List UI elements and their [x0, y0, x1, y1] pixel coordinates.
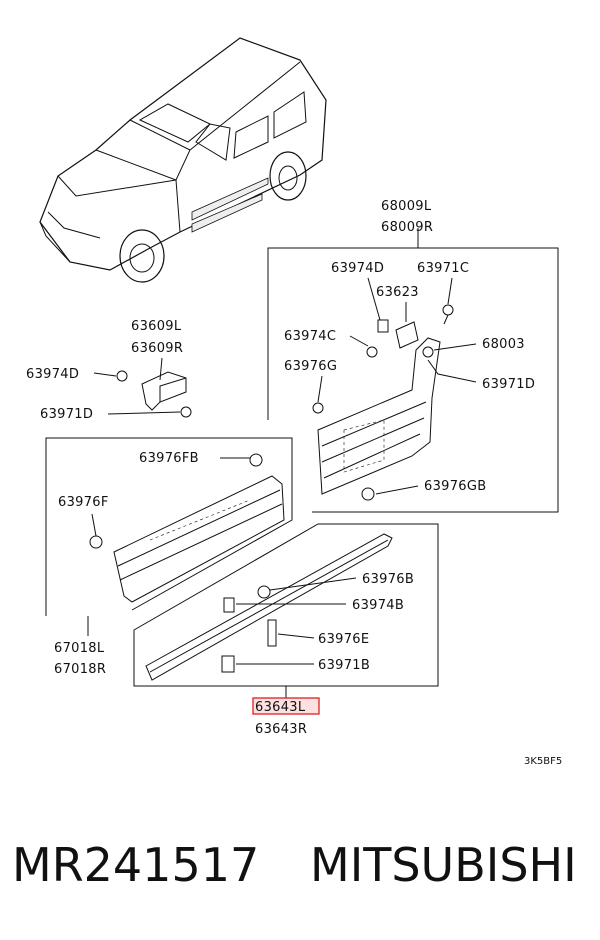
- frame-68009: [267, 247, 559, 513]
- label-63976e: 63976E: [318, 632, 369, 647]
- vehicle-illustration: [39, 37, 327, 283]
- label-68009l: 68009L: [381, 199, 432, 214]
- label-63974d-top: 63974D: [331, 261, 384, 276]
- label-63623: 63623: [376, 285, 419, 300]
- label-63976f: 63976F: [58, 495, 109, 510]
- label-63976g: 63976G: [284, 359, 337, 374]
- part-63643-strip: [145, 533, 393, 681]
- callout-labels: 68009L 68009R 63974D 63971C 63623 63974C…: [26, 199, 562, 767]
- label-68009r: 68009R: [381, 220, 433, 235]
- diagram-code: 3K5BF5: [524, 756, 562, 767]
- label-67018r: 67018R: [54, 662, 106, 677]
- label-63976gb: 63976GB: [424, 479, 486, 494]
- part-67018-molding: [113, 475, 285, 603]
- label-63974c: 63974C: [284, 329, 336, 344]
- label-67018l: 67018L: [54, 641, 105, 656]
- label-63971c: 63971C: [417, 261, 469, 276]
- label-63971b: 63971B: [318, 658, 370, 673]
- highlight-box-63643l: [252, 697, 320, 715]
- label-63974b: 63974B: [352, 598, 404, 613]
- label-63971d-right: 63971D: [482, 377, 535, 392]
- leader-lines: [87, 228, 477, 698]
- part-68009-molding: [317, 337, 441, 495]
- footer: MR241517 MITSUBISHI: [0, 838, 600, 898]
- brand-name: MITSUBISHI: [310, 838, 577, 892]
- label-68003: 68003: [482, 337, 525, 352]
- frame-67018: [45, 437, 293, 616]
- part-number: MR241517: [12, 838, 260, 892]
- label-63974d-left: 63974D: [26, 367, 79, 382]
- label-63609r: 63609R: [131, 341, 183, 356]
- fasteners: [89, 304, 454, 673]
- label-63976fb: 63976FB: [139, 451, 199, 466]
- label-63643r: 63643R: [255, 722, 307, 737]
- label-63971d-left: 63971D: [40, 407, 93, 422]
- bracket-63609: [141, 371, 187, 411]
- label-63609l: 63609L: [131, 319, 182, 334]
- label-63976b: 63976B: [362, 572, 414, 587]
- label-63643l: 63643L: [255, 700, 306, 715]
- frame-63643: [133, 523, 439, 687]
